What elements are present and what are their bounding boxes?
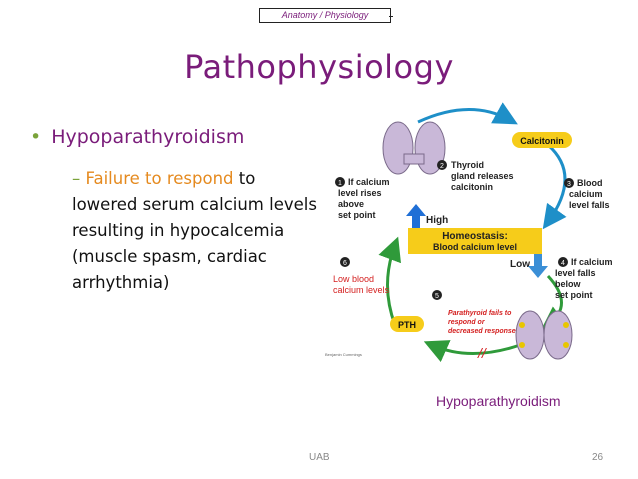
step-6-number: 6 xyxy=(343,260,347,267)
header-tag: Anatomy / Physiology xyxy=(259,8,391,23)
cycle-arc-right-top xyxy=(542,143,567,230)
arrow-down-icon xyxy=(528,254,548,278)
thyroid-gland-icon xyxy=(382,121,446,175)
parathyroid-note-line-1: Parathyroid fails to xyxy=(448,310,512,317)
step-1-line-2: level rises xyxy=(338,188,382,198)
pth-label: PTH xyxy=(398,320,416,330)
homeostasis-box xyxy=(408,228,542,254)
cycle-arc-top xyxy=(417,102,518,125)
step-6-line-2: calcium levels xyxy=(333,285,390,295)
diagram-credit: Benjamin Cummings xyxy=(325,352,362,357)
step-1-line-3: above xyxy=(338,199,364,209)
step-4-line-2: level falls xyxy=(555,268,596,278)
step-6-marker xyxy=(340,257,350,267)
step-3-marker xyxy=(564,178,574,188)
diagram-caption: Hypoparathyroidism xyxy=(436,393,561,409)
parathyroid-gland-icon xyxy=(515,310,573,360)
calcitonin-label: Calcitonin xyxy=(520,136,564,146)
cycle-arc-bottom xyxy=(423,340,521,363)
homeostasis-subtitle: Blood calcium level xyxy=(433,242,517,252)
step-3-number: 3 xyxy=(567,181,571,188)
parathyroid-note-line-2: respond or xyxy=(448,319,486,326)
step-2-line-1: Thyroid xyxy=(451,160,484,170)
step-3-line-1: Blood xyxy=(577,178,603,188)
step-4-marker xyxy=(558,257,568,267)
step-4-line-4: set point xyxy=(555,290,593,300)
bullet-text: Hypoparathyroidism xyxy=(51,126,245,148)
high-label: High xyxy=(426,215,448,226)
arrow-up-icon xyxy=(406,204,426,228)
step-4-line-3: below xyxy=(555,279,582,289)
bullet-item: • Hypoparathyroidism xyxy=(30,126,244,148)
step-4-line-1: If calcium xyxy=(571,257,613,267)
step-5-marker xyxy=(432,290,442,300)
break-mark: // xyxy=(477,345,488,361)
header-tag-tail xyxy=(389,16,393,17)
homeostasis-title: Homeostasis: xyxy=(442,231,508,242)
cycle-arc-left xyxy=(378,236,401,326)
step-1-line-1: If calcium xyxy=(348,177,390,187)
pth-pill xyxy=(390,316,424,332)
low-label: Low xyxy=(510,259,530,270)
slide-title: Pathophysiology xyxy=(184,48,454,86)
calcitonin-pill xyxy=(512,132,572,148)
step-3-line-2: calcium xyxy=(569,189,603,199)
sub-bullet-text: to lowered serum calcium levels resultin… xyxy=(72,169,317,292)
step-1-marker xyxy=(335,177,345,187)
parathyroid-note-line-3: decreased response xyxy=(448,328,516,335)
step-2-line-3: calcitonin xyxy=(451,182,493,192)
footer-page-number: 26 xyxy=(592,452,604,463)
step-3-line-3: level falls xyxy=(569,200,610,210)
step-2-marker xyxy=(437,160,447,170)
sub-bullet: – Failure to respond to lowered serum ca… xyxy=(72,166,322,296)
sub-bullet-dash: – xyxy=(72,169,86,188)
step-2-line-2: gland releases xyxy=(451,171,514,181)
step-1-number: 1 xyxy=(338,180,342,187)
step-1-line-4: set point xyxy=(338,210,376,220)
step-6-line-1: Low blood xyxy=(333,274,374,284)
step-4-number: 4 xyxy=(561,260,565,267)
step-5-number: 5 xyxy=(435,293,439,300)
footer-org: UAB xyxy=(309,452,330,463)
sub-bullet-highlight: Failure to respond xyxy=(85,169,234,188)
step-2-number: 2 xyxy=(440,163,444,170)
bullet-dot-icon: • xyxy=(30,126,42,148)
